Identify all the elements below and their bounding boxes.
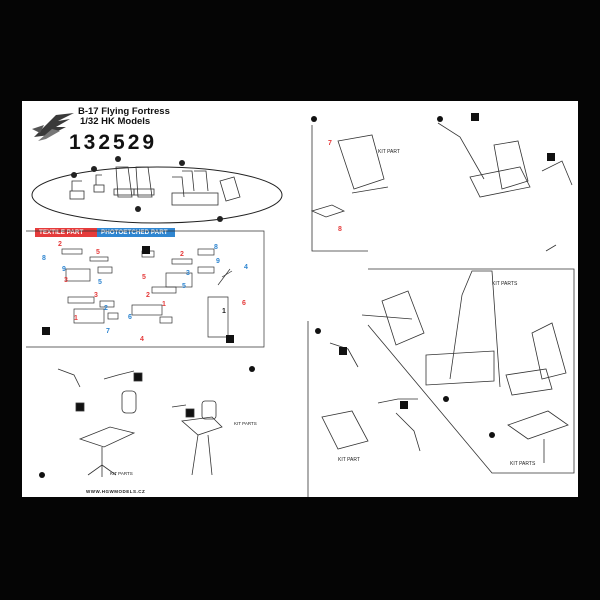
svg-text:5: 5 (142, 274, 146, 281)
step-b-panel (307, 268, 575, 497)
svg-text:5: 5 (96, 249, 100, 256)
svg-text:7: 7 (106, 328, 110, 335)
svg-text:9: 9 (62, 266, 66, 273)
svg-text:8: 8 (338, 226, 342, 233)
svg-text:5: 5 (182, 283, 186, 290)
svg-text:8: 8 (42, 255, 46, 262)
svg-text:2: 2 (58, 241, 62, 248)
svg-text:1: 1 (162, 301, 166, 308)
svg-text:3: 3 (186, 270, 190, 277)
product-number: 132529 (69, 131, 158, 154)
svg-text:2: 2 (180, 251, 184, 258)
svg-text:8: 8 (214, 244, 218, 251)
kit-part-label-bottom: KIT PART (338, 457, 360, 463)
svg-text:6: 6 (128, 314, 132, 321)
svg-text:4: 4 (140, 336, 144, 343)
photoetched-part-legend: PHOTOETCHED PART (97, 228, 175, 237)
step-a-diagram (57, 368, 223, 477)
svg-text:9: 9 (216, 258, 220, 265)
page-title: B-17 Flying Fortress 1/32 HK Models (78, 106, 170, 127)
svg-text:4: 4 (244, 264, 248, 271)
website-footer: WWW.HGWMODELS.CZ (86, 489, 146, 494)
svg-text:6: 6 (242, 300, 246, 307)
kit-parts-label-mid: KIT PARTS (492, 281, 518, 287)
title-text: B-17 Flying Fortress (78, 106, 170, 117)
svg-text:2: 2 (146, 292, 150, 299)
svg-text:1: 1 (74, 315, 78, 322)
kit-parts-label-bottom: KIT PARTS (510, 461, 536, 467)
step-1-panel (26, 230, 265, 348)
instruction-sheet: B-17 Flying Fortress 1/32 HK Models 1325… (22, 101, 578, 497)
svg-text:5: 5 (98, 279, 102, 286)
kit-parts-label-b: KIT PARTS (234, 421, 257, 426)
textile-part-legend: TEXTILE PART (35, 228, 100, 237)
subtitle-text: 1/32 HK Models (80, 116, 151, 127)
svg-text:3: 3 (94, 292, 98, 299)
overview-oval (31, 156, 283, 224)
svg-text:2: 2 (104, 305, 108, 312)
step-c-panel (310, 122, 573, 252)
hgw-logo-icon (32, 113, 74, 141)
kit-parts-label-a: KIT PARTS (110, 471, 133, 476)
kit-part-label-top: KIT PART (378, 149, 400, 155)
svg-text:1: 1 (222, 308, 226, 315)
svg-text:7: 7 (328, 140, 332, 147)
svg-text:3: 3 (64, 277, 68, 284)
